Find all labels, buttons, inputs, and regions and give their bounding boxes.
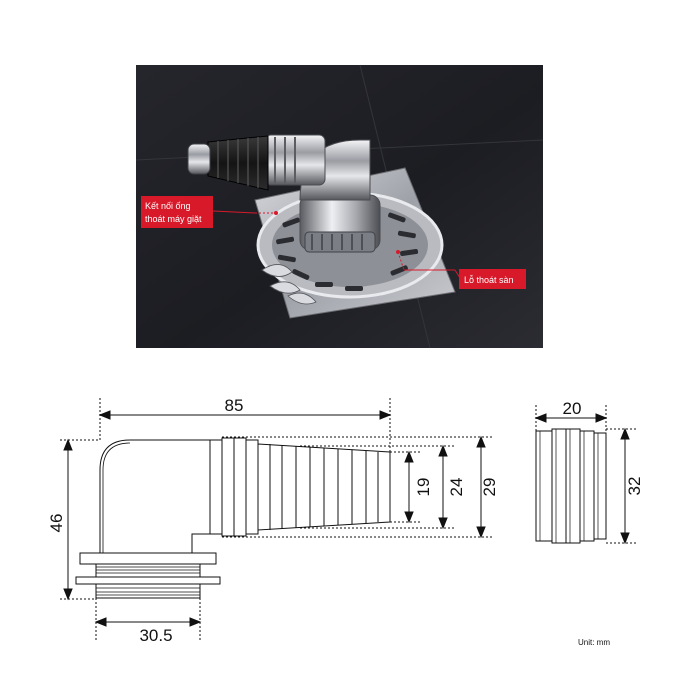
dim-label-85: 85 <box>225 396 244 415</box>
gasket-dimension-labels: 20 32 <box>563 399 644 495</box>
floor-drain-callout: Lỗ thoát sàn <box>396 250 526 289</box>
floor-drain-label: Lỗ thoát sàn <box>464 275 514 285</box>
washer-connection-label-line2: thoát máy giặt <box>145 214 202 224</box>
elbow-dimensions <box>60 398 494 640</box>
washer-connection-label-line1: Kết nối ống <box>145 201 191 211</box>
dim-label-30-5: 30.5 <box>139 626 172 645</box>
dim-label-19: 19 <box>414 478 433 497</box>
rubber-inlet-sleeve <box>187 135 269 191</box>
dim-label-29: 29 <box>480 478 499 497</box>
gasket-dimensions <box>534 405 636 545</box>
washer-connection-callout: Kết nối ống thoát máy giặt <box>141 196 278 228</box>
dim-label-32: 32 <box>625 477 644 496</box>
dim-label-46: 46 <box>47 514 66 533</box>
elbow-dimension-labels: 85 46 30.5 19 24 29 <box>47 396 499 645</box>
elbow-technical-drawing <box>75 437 391 599</box>
gasket-technical-drawing <box>535 428 607 544</box>
product-photo: Kết nối ống thoát máy giặt Lỗ thoát sàn <box>135 64 544 349</box>
unit-note: Unit: mm <box>578 638 610 647</box>
washer-adapter-elbow <box>264 134 381 253</box>
dim-label-24: 24 <box>447 478 466 497</box>
dim-label-20: 20 <box>563 399 582 418</box>
